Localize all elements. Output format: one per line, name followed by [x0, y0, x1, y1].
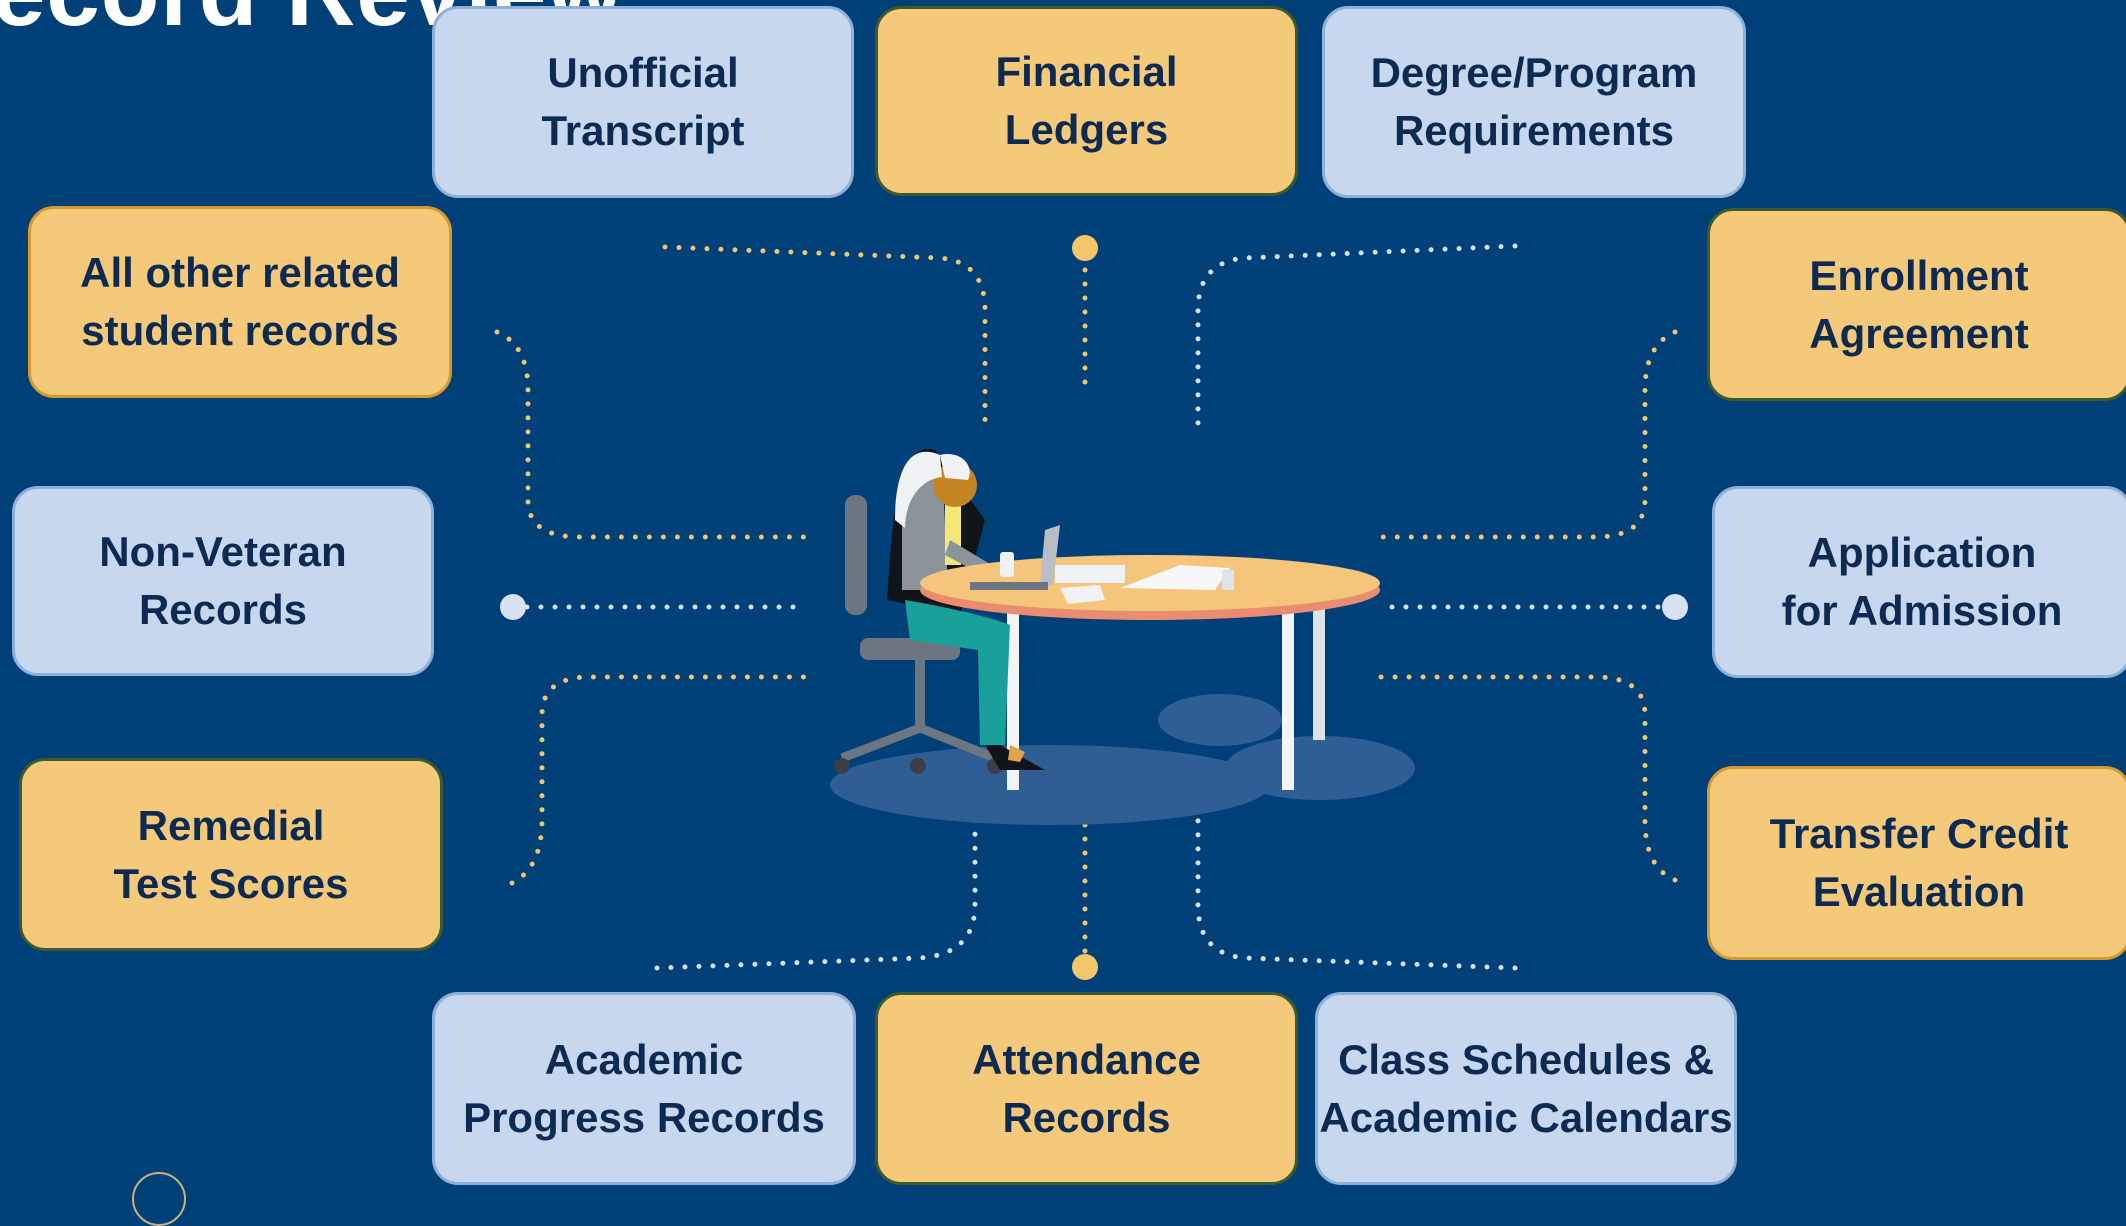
person-at-desk-illustration — [830, 449, 1415, 825]
connector-class-schedules — [1195, 777, 1518, 971]
box-non-veteran-label: Non-Veteran Records — [99, 528, 347, 633]
box-transfer-credit-evaluation: Transfer Credit Evaluation — [1707, 766, 2126, 960]
connector-lines — [494, 235, 1688, 980]
box-enrollment-agreement: Enrollment Agreement — [1707, 208, 2126, 401]
connector-all-other — [494, 329, 808, 540]
connector-unofficial-transcript — [662, 244, 988, 433]
connector-dot-top — [1072, 235, 1098, 261]
box-academic-progress-label: Academic Progress Records — [463, 1035, 825, 1141]
box-academic-progress-records: Academic Progress Records — [432, 992, 856, 1185]
seal-logo — [132, 1172, 186, 1226]
box-financial-ledgers-label: Financial Ledgers — [995, 48, 1178, 153]
box-all-other-records: All other related student records — [28, 206, 452, 398]
box-application-label: Application for Admission — [1781, 529, 2063, 634]
connector-academic-progress — [654, 777, 978, 971]
box-attendance-label: Attendance Records — [972, 1035, 1201, 1141]
box-class-schedules: Class Schedules & Academic Calendars — [1315, 992, 1737, 1185]
box-class-schedules-label: Class Schedules & Academic Calendars — [1319, 1035, 1733, 1141]
box-degree-program-requirements: Degree/Program Requirements — [1322, 6, 1746, 198]
connector-dot-right — [1662, 594, 1688, 620]
box-remedial-label: Remedial Test Scores — [113, 801, 349, 907]
connector-degree-program — [1195, 243, 1518, 431]
box-remedial-test-scores: Remedial Test Scores — [19, 758, 443, 951]
connector-dot-left — [500, 594, 526, 620]
connector-enrollment — [1369, 329, 1678, 540]
box-unofficial-transcript: Unofficial Transcript — [432, 6, 854, 198]
connector-dot-bottom — [1072, 954, 1098, 980]
box-all-other-label: All other related student records — [80, 249, 400, 354]
box-financial-ledgers: Financial Ledgers — [875, 6, 1298, 196]
box-unofficial-transcript-label: Unofficial Transcript — [541, 49, 745, 154]
box-enrollment-label: Enrollment Agreement — [1809, 251, 2029, 357]
box-degree-program-label: Degree/Program Requirements — [1370, 49, 1698, 154]
box-attendance-records: Attendance Records — [875, 992, 1298, 1185]
box-application-for-admission: Application for Admission — [1712, 486, 2126, 678]
box-transfer-credit-label: Transfer Credit Evaluation — [1769, 810, 2069, 915]
connector-transfer — [1369, 674, 1678, 883]
connector-remedial — [509, 674, 818, 886]
box-non-veteran-records: Non-Veteran Records — [12, 486, 434, 676]
